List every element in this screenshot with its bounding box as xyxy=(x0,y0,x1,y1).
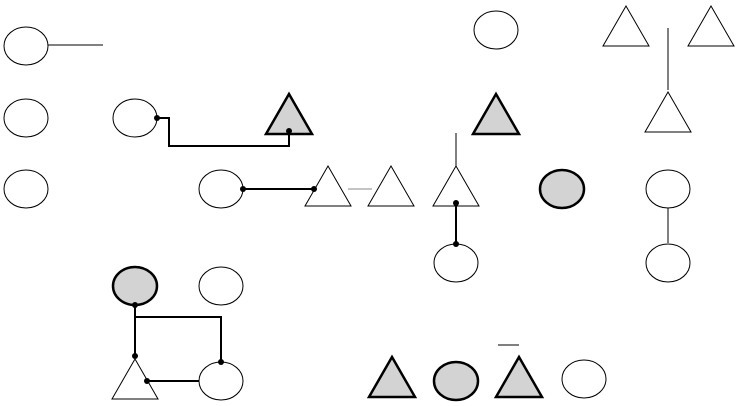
nodes xyxy=(3,4,735,402)
ellipse-node xyxy=(645,243,691,283)
junction-dot xyxy=(132,302,138,308)
junction-dot xyxy=(218,359,224,365)
triangle-node xyxy=(687,4,735,47)
filled-triangle-node xyxy=(470,91,522,136)
connector-line xyxy=(135,316,222,362)
junction-dot xyxy=(240,186,246,192)
junction-dot xyxy=(453,200,459,206)
filled-ellipse-node xyxy=(432,360,480,402)
junction-dots xyxy=(132,115,459,384)
triangle-node xyxy=(304,164,352,207)
filled-triangle-node xyxy=(493,354,545,399)
connectors xyxy=(47,28,669,382)
ellipse-node xyxy=(3,26,49,66)
junction-dot xyxy=(144,378,150,384)
triangle-node xyxy=(602,4,650,47)
junction-dot xyxy=(311,186,317,192)
triangle-node xyxy=(644,90,692,133)
ellipse-node xyxy=(198,266,244,306)
junction-dot xyxy=(132,353,138,359)
ellipse-node xyxy=(3,169,49,209)
ellipse-node xyxy=(112,98,158,138)
ellipse-node xyxy=(198,169,244,209)
junction-dot xyxy=(154,115,160,121)
ellipse-node xyxy=(473,10,519,50)
junction-dot xyxy=(286,128,292,134)
ellipse-node xyxy=(561,359,607,399)
filled-triangle-node xyxy=(366,354,418,399)
filled-ellipse-node xyxy=(538,168,586,210)
ellipse-node xyxy=(198,361,244,401)
ellipse-node xyxy=(3,98,49,138)
triangle-node xyxy=(367,164,415,207)
ellipse-node xyxy=(433,243,479,283)
triangle-node xyxy=(111,357,159,400)
ellipse-node xyxy=(645,169,691,209)
connector-line xyxy=(157,117,290,147)
filled-ellipse-node xyxy=(111,265,159,307)
junction-dot xyxy=(453,241,459,247)
